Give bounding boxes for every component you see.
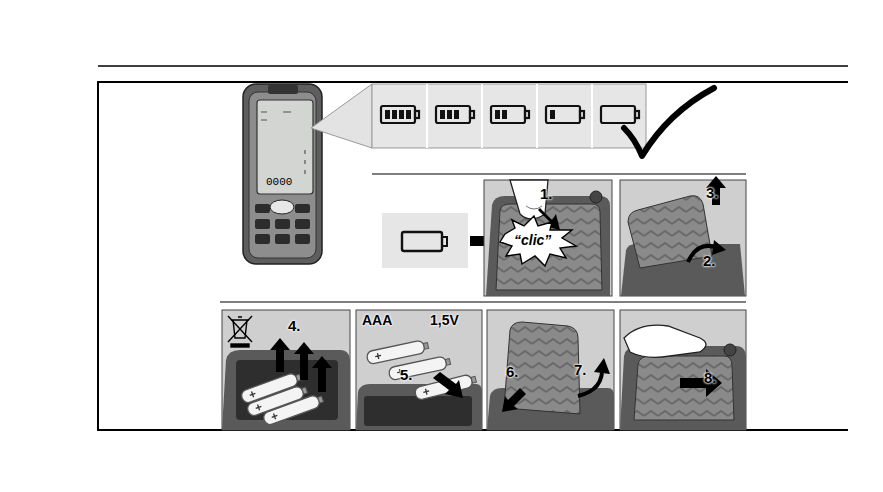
step-panel	[620, 310, 746, 430]
separator	[220, 301, 746, 302]
battery-type: AAA	[362, 313, 392, 327]
check-mark	[624, 88, 714, 156]
step-panel	[484, 180, 612, 296]
step-panel	[222, 310, 350, 430]
empty-battery-icon	[382, 213, 468, 268]
callout-number: 1.	[540, 186, 553, 201]
step-panel	[356, 310, 482, 430]
separator	[372, 173, 746, 174]
callout-number: 7.	[574, 362, 587, 377]
zoom-callout	[311, 84, 372, 148]
callout-number: 8.	[704, 370, 717, 385]
distance-meter	[243, 84, 322, 264]
step-panel	[620, 176, 746, 296]
callout-number: 4.	[288, 318, 301, 333]
header-rule	[98, 65, 848, 67]
click-burst	[500, 216, 576, 266]
callout-number: 5.	[400, 367, 413, 382]
weee-symbol	[228, 316, 252, 347]
callout-number: 3.	[706, 185, 719, 200]
callout-number: 6.	[506, 364, 519, 379]
battery-voltage: 1,5V	[430, 313, 459, 327]
display-reading: 0000	[266, 177, 292, 188]
battery-level-strip	[372, 84, 646, 148]
step-panel	[487, 310, 614, 430]
callout-number: 2.	[703, 253, 716, 268]
sound-label: “clic”	[514, 233, 551, 247]
figure-frame	[98, 82, 848, 430]
